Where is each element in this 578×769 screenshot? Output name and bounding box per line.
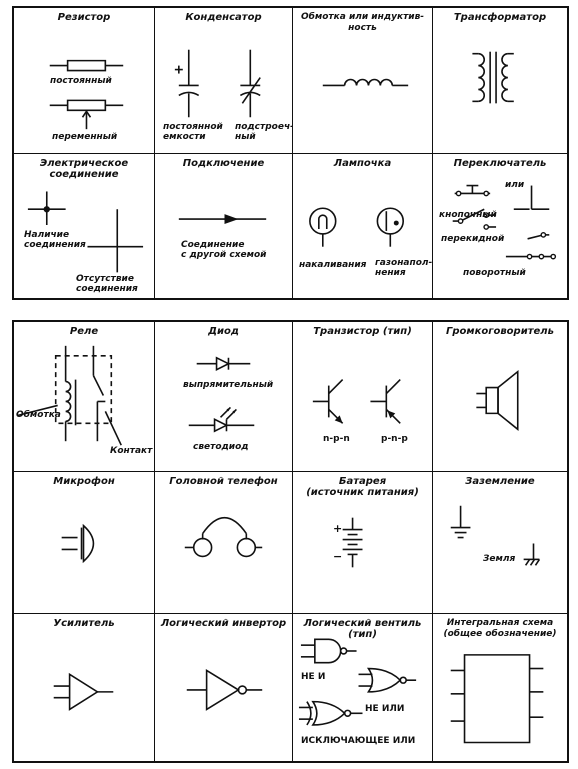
label-fixed-capacitance: постоянной емкости [163, 122, 223, 142]
cell-title: Громкоговоритель [446, 326, 554, 337]
label-connection-present: Наличие соединения [24, 230, 86, 250]
cell-transformer: Трансформатор [433, 8, 567, 154]
cell-title: Микрофон [53, 476, 115, 487]
label-fixed: постоянный [50, 76, 112, 86]
transformer-symbol [433, 8, 567, 153]
label-nand: НЕ И [301, 672, 326, 682]
relay-symbol [14, 322, 154, 471]
inverter-symbol [155, 614, 292, 761]
resistor-symbol [14, 8, 154, 153]
capacitor-symbol [155, 8, 292, 153]
cell-ground: Заземление Земля [433, 472, 567, 614]
inductor-symbol [293, 8, 432, 153]
cell-inverter: Логический инвертор [155, 614, 293, 761]
headphone-symbol [155, 472, 292, 613]
label-variable: переменный [52, 132, 118, 142]
cell-diode: Диод выпрямительный светодиод [155, 322, 293, 472]
label-npn: n-p-n [323, 434, 350, 444]
connection-symbol [14, 154, 154, 298]
cell-amplifier: Усилитель [14, 614, 155, 761]
label-trimmer: подстроеч- ный [235, 122, 293, 142]
cell-link: Подключение Соединение с другой схемой [155, 154, 293, 298]
cell-capacitor: Конденсатор постоянной емкости подстроеч… [155, 8, 293, 154]
switch-symbol [433, 154, 567, 298]
cell-title: Логический инвертор [160, 618, 287, 629]
cell-title: Подключение [182, 158, 265, 169]
cell-resistor: Резистор постоянный переменный [14, 8, 155, 154]
cell-title: Транзистор (тип) [313, 326, 412, 337]
cell-transistor: Транзистор (тип) n-p-n p-n-p [293, 322, 433, 472]
cell-switch: Переключатель или кнопочный перекидной п… [433, 154, 567, 298]
cell-battery: Батарея (источник питания) + − [293, 472, 433, 614]
transistor-symbol [293, 322, 432, 471]
label-xor: ИСКЛЮЧАЮЩЕЕ ИЛИ [301, 736, 416, 746]
label-earth: Земля [483, 554, 516, 564]
symbols-table-bottom: Реле Обмотка Контакт Диод [12, 320, 569, 763]
cell-microphone: Микрофон [14, 472, 155, 614]
label-contact: Контакт [110, 446, 153, 456]
cell-lamp: Лампочка накаливания газонапол- нения [293, 154, 433, 298]
link-arrow-symbol [155, 214, 292, 225]
cell-title: Интегральная схема (общее обозначение) [443, 618, 557, 639]
logic-gates-symbol [293, 614, 432, 761]
label-incandescent: накаливания [299, 260, 367, 270]
ic-symbol [433, 614, 567, 761]
cell-title: Диод [208, 326, 239, 337]
label-pnp: p-n-p [381, 434, 408, 444]
cell-headphone: Головной телефон [155, 472, 293, 614]
cell-title: Электрическое соединение [39, 158, 129, 180]
amplifier-symbol [14, 614, 154, 761]
microphone-symbol [14, 472, 154, 613]
label-rotary: поворотный [463, 268, 526, 278]
symbols-table-top: Резистор постоянный переменный Конденсат… [12, 6, 569, 300]
cell-title: Усилитель [53, 618, 115, 629]
cell-title: Реле [69, 326, 99, 337]
cell-title: Трансформатор [453, 12, 547, 23]
cell-title: Резистор [57, 12, 111, 23]
label-led: светодиод [193, 442, 249, 452]
label-neon: газонапол- нения [375, 258, 433, 278]
label-toggle: перекидной [441, 234, 505, 244]
cell-title: Лампочка [333, 158, 392, 169]
label-other-circuit: Соединение с другой схемой [181, 240, 267, 260]
lamp-symbol [293, 154, 432, 298]
cell-integrated-circuit: Интегральная схема (общее обозначение) [433, 614, 567, 761]
label-rectifier: выпрямительный [183, 380, 274, 390]
cell-title: Логический вентиль (тип) [303, 618, 422, 640]
cell-title: Головной телефон [169, 476, 278, 487]
cell-speaker: Громкоговоритель [433, 322, 567, 472]
cell-inductor: Обмотка или индуктив- ность [293, 8, 433, 154]
cell-title: Батарея (источник питания) [306, 476, 419, 498]
cell-title: Обмотка или индуктив- ность [300, 12, 425, 33]
label-plus: + [333, 522, 343, 535]
cell-relay: Реле Обмотка Контакт [14, 322, 155, 472]
cell-title: Переключатель [453, 158, 547, 169]
cell-connection: Электрическое соединение Наличие соедине… [14, 154, 155, 298]
cell-title: Конденсатор [185, 12, 262, 23]
speaker-symbol [433, 322, 567, 471]
cell-title: Заземление [465, 476, 535, 487]
label-nor: НЕ ИЛИ [365, 704, 405, 714]
label-minus: − [333, 550, 343, 563]
label-connection-absent: Отсутствие соединения [76, 274, 138, 294]
diode-symbol [155, 322, 292, 471]
label-push: кнопочный [439, 210, 497, 220]
cell-logic-gates: Логический вентиль (тип) НЕ И НЕ ИЛИ ИСК… [293, 614, 433, 761]
label-coil: Обмотка [16, 410, 61, 420]
ground-symbol [433, 472, 567, 613]
label-or: или [505, 180, 525, 190]
battery-symbol [293, 472, 432, 613]
